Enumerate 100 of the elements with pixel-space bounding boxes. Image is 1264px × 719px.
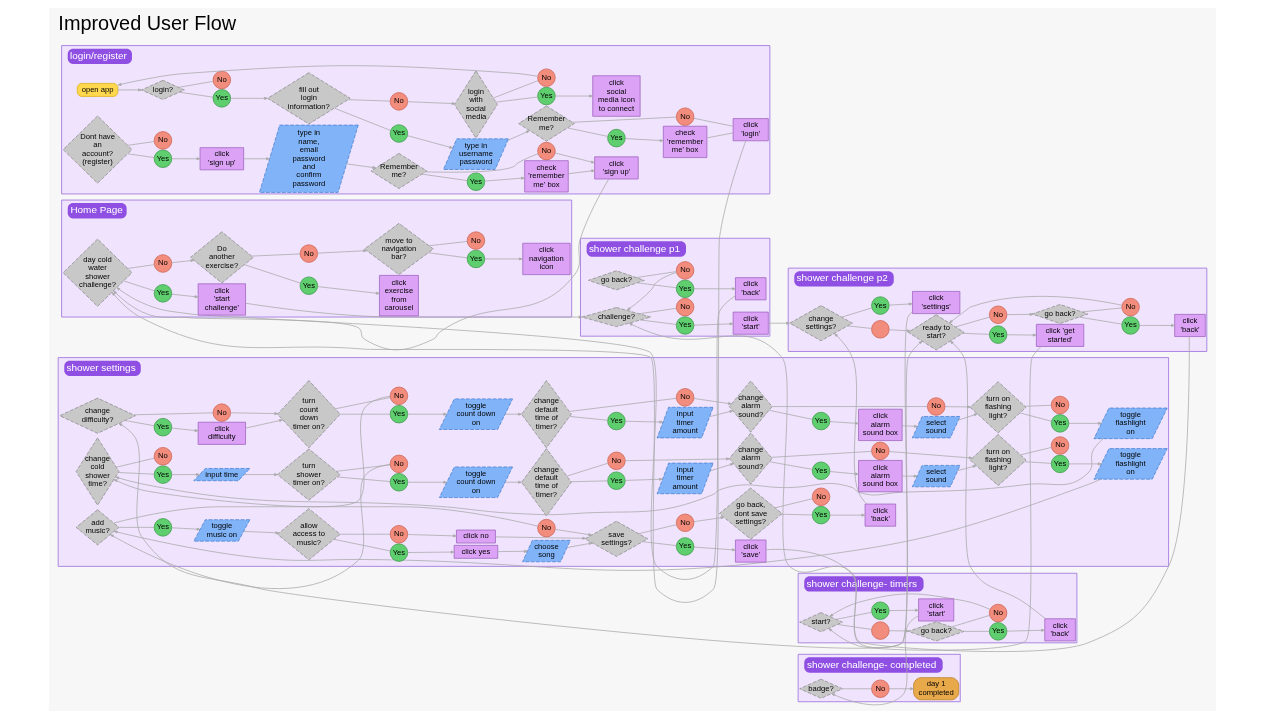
arrow <box>1068 462 1102 466</box>
arrow <box>888 629 910 633</box>
node-circle: Yes <box>153 418 172 437</box>
arrow <box>767 321 790 325</box>
connector <box>768 409 813 420</box>
connector <box>954 316 990 328</box>
connector <box>774 498 813 509</box>
connector <box>950 615 990 628</box>
node-box: click social media icon to connect <box>591 75 640 117</box>
arrow <box>345 163 376 169</box>
node-circle: No <box>811 487 830 506</box>
node-circle: No <box>153 447 172 466</box>
connector <box>333 538 391 552</box>
node-box: click 'sign up' <box>593 156 639 180</box>
arrow <box>1138 324 1175 327</box>
arrow <box>624 457 730 462</box>
connector <box>118 527 155 528</box>
connector <box>333 107 391 131</box>
connector <box>1024 404 1052 407</box>
connector <box>127 141 155 146</box>
node-circle: Yes <box>606 471 626 490</box>
connector <box>115 457 154 468</box>
arrow <box>554 94 593 98</box>
arrow <box>113 478 1101 571</box>
arrow <box>171 473 200 477</box>
node-circle: No <box>870 679 890 698</box>
connector <box>638 307 677 315</box>
node-box: click yes <box>453 544 498 559</box>
arrow <box>504 480 522 484</box>
arrow <box>112 178 609 351</box>
connector <box>421 173 467 181</box>
connector <box>339 413 390 415</box>
node-circle: No <box>1050 436 1069 455</box>
arrow <box>901 424 918 428</box>
node-circle: No <box>926 397 945 416</box>
node-box: click difficulty <box>197 421 246 445</box>
connector <box>1019 447 1052 456</box>
arrow <box>827 346 1041 651</box>
node-circle: No <box>153 131 172 150</box>
arrow <box>829 421 859 425</box>
node-circle: Yes <box>988 622 1007 641</box>
arrow <box>171 527 200 531</box>
connector <box>132 412 213 416</box>
node-box: click 'login' <box>732 118 769 142</box>
arrow <box>115 140 746 580</box>
connector <box>770 451 872 458</box>
arrow <box>888 608 919 612</box>
arrow <box>829 513 865 517</box>
connector <box>569 416 608 421</box>
node-circle: No <box>675 297 694 317</box>
node-circle: No <box>466 231 485 250</box>
arrow <box>830 615 919 706</box>
connector <box>840 307 872 318</box>
node-circle: Yes <box>988 325 1007 344</box>
node-circle: Yes <box>299 276 318 295</box>
node-box: check 'remember me' box <box>662 125 707 158</box>
node-diamond: fill out login information? <box>266 72 351 125</box>
node-circle: Yes <box>1120 316 1140 335</box>
connector <box>570 480 608 483</box>
arrow <box>957 413 978 421</box>
arrow <box>242 157 270 161</box>
arrow <box>316 286 380 295</box>
arrow <box>693 322 733 326</box>
arrow <box>113 395 390 508</box>
connector <box>427 252 467 259</box>
connector <box>250 253 300 257</box>
node-box: click alarm sound box <box>857 408 903 441</box>
arrow <box>243 473 278 477</box>
node-circle: Yes <box>811 505 830 525</box>
arrow <box>888 687 914 691</box>
arrow <box>554 152 595 164</box>
connector <box>1023 461 1051 464</box>
connector <box>334 397 391 410</box>
connector <box>243 264 301 284</box>
arrow <box>244 419 283 429</box>
node-box: click 'start challenge' <box>197 283 246 316</box>
connector <box>780 513 812 516</box>
connector <box>347 99 390 102</box>
arrow <box>624 420 663 424</box>
node-circle: Yes <box>389 473 408 492</box>
arrow <box>693 398 732 405</box>
node-circle: Yes <box>1050 454 1069 474</box>
connector <box>642 541 677 546</box>
arrow <box>901 474 917 478</box>
arrow <box>229 96 268 100</box>
arrow <box>406 480 447 484</box>
connector <box>836 624 872 630</box>
node-circle: No <box>299 244 318 263</box>
connector <box>1081 307 1122 313</box>
node-circle: Yes <box>675 279 694 298</box>
node-box: click 'settings' <box>911 291 960 314</box>
arrow <box>171 157 200 161</box>
connector <box>123 280 155 292</box>
node-circle: No <box>389 525 408 544</box>
arrow <box>484 176 525 182</box>
connector <box>339 533 390 535</box>
arrow <box>693 546 736 552</box>
arrow <box>484 257 523 261</box>
node-circle: No <box>675 261 694 280</box>
connector <box>768 461 813 470</box>
